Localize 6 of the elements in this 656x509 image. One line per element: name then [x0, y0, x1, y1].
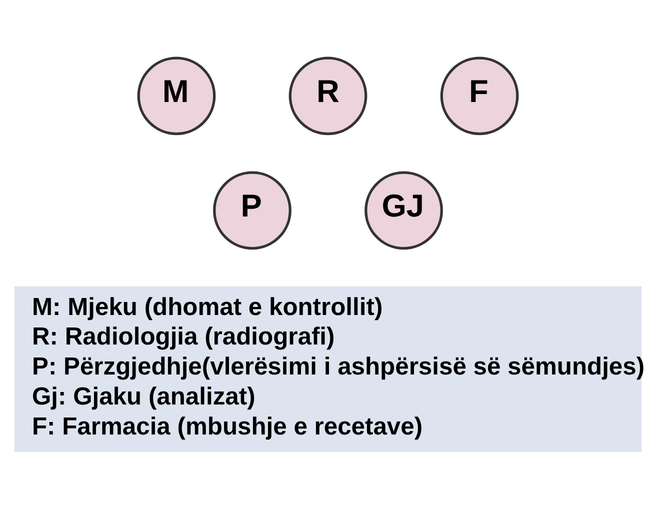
node-circle: GJ — [364, 171, 443, 250]
node-circle: R — [288, 56, 368, 136]
node-circle: P — [213, 171, 292, 250]
node-circle: F — [440, 56, 519, 136]
node-box: M: Mjeku (dhomat e kontrollit) R: Radiologjia (radiografi) P: Përzgjedhje(vlerësimi i ashpërsisë së sëmundjes) Gj: Gjaku (analizat) F: Farmacia (mbushje e recetave) — [14, 286, 642, 452]
node-circle: M — [137, 56, 216, 136]
